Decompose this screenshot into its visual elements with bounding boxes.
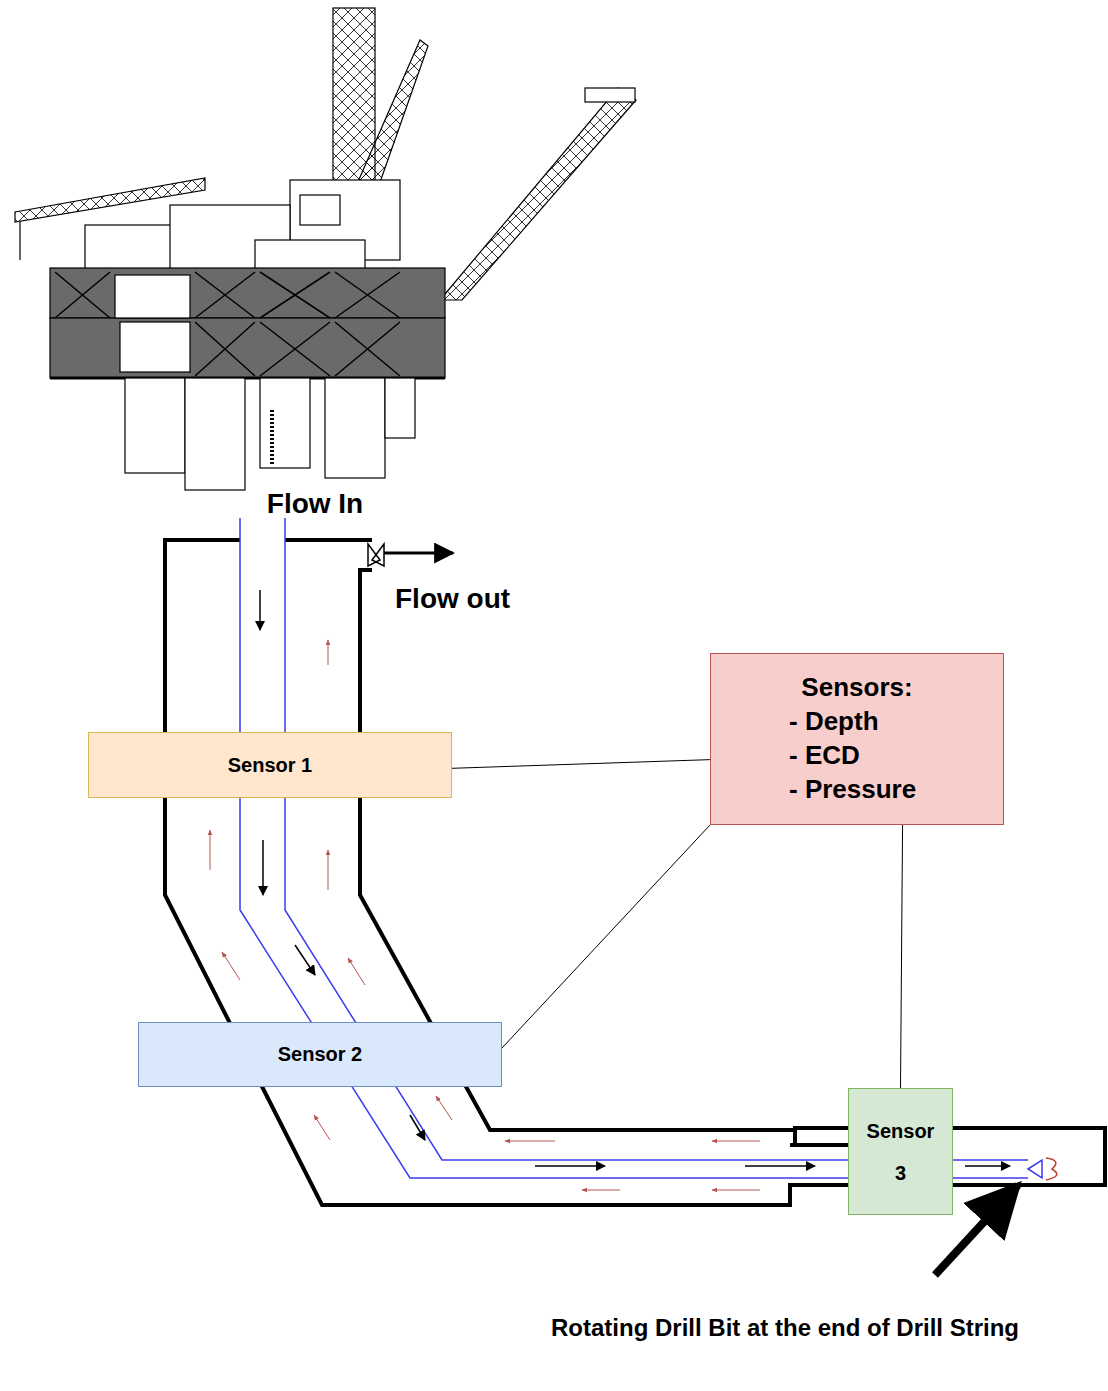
sensor-box: Sensor 3 bbox=[848, 1088, 953, 1215]
leader-line bbox=[502, 825, 710, 1048]
offshore-platform bbox=[15, 8, 636, 490]
list-item: - Depth bbox=[719, 705, 879, 739]
flow-label: Rotating Drill Bit at the end of Drill S… bbox=[505, 1300, 1065, 1356]
node-title: Sensor 3 bbox=[861, 1110, 941, 1194]
list-item: - ECD bbox=[719, 739, 860, 773]
list-item: - Pressure bbox=[719, 773, 916, 807]
wellbore-wall bbox=[165, 540, 1105, 1205]
node-title: Sensor 2 bbox=[278, 1043, 362, 1066]
node-title: Sensors: bbox=[801, 671, 912, 705]
flow-label: Flow out bbox=[395, 583, 595, 615]
leader-line bbox=[901, 825, 903, 1088]
flow-out-valve bbox=[368, 544, 453, 566]
leader-line bbox=[452, 760, 710, 769]
node-title: Sensor 1 bbox=[228, 754, 312, 777]
flow-label: Flow In bbox=[215, 488, 415, 520]
sensor-box: Sensor 1 bbox=[88, 732, 452, 798]
flow-arrows-up bbox=[210, 640, 760, 1190]
sensor-box: Sensor 2 bbox=[138, 1022, 502, 1087]
sensor-list-box: Sensors:- Depth- ECD- Pressure bbox=[710, 653, 1004, 825]
